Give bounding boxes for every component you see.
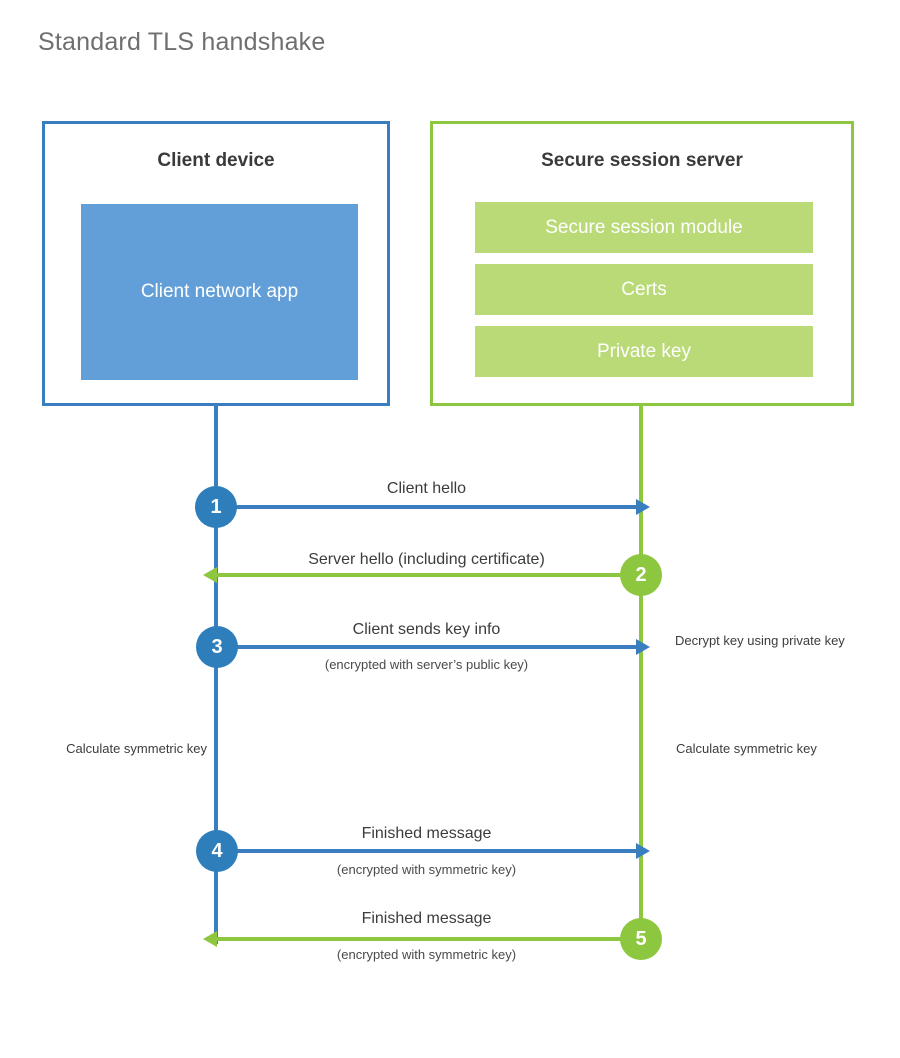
arrow-label-step-3: Client sends key info xyxy=(352,621,501,638)
arrowhead-left-icon xyxy=(203,567,217,583)
page-title: Standard TLS handshake xyxy=(38,28,326,56)
server-component-certs: Certs xyxy=(475,264,813,315)
step-circle-1: 1 xyxy=(195,486,237,528)
arrow-label-step-1: Client hello xyxy=(386,480,467,497)
arrowhead-right-icon xyxy=(636,499,650,515)
arrow-step-3 xyxy=(216,639,650,655)
secure-session-server-title: Secure session server xyxy=(541,150,743,171)
note-decrypt-key: Decrypt key using private key xyxy=(675,633,845,648)
arrow-sublabel-step-4: (encrypted with symmetric key) xyxy=(336,862,517,877)
arrowhead-left-icon xyxy=(203,931,217,947)
arrowhead-right-icon xyxy=(636,639,650,655)
arrow-label-step-5: Finished message xyxy=(361,910,492,927)
client-device-title: Client device xyxy=(157,150,275,171)
arrow-sublabel-step-5: (encrypted with symmetric key) xyxy=(336,947,517,962)
arrow-step-5 xyxy=(203,931,637,947)
note-client-calculate-symmetric-key: Calculate symmetric key xyxy=(66,741,207,756)
arrow-sublabel-step-3: (encrypted with server’s public key) xyxy=(324,657,529,672)
server-lifeline xyxy=(639,404,643,941)
client-network-app-block: Client network app xyxy=(81,204,358,380)
step-circle-5: 5 xyxy=(620,918,662,960)
arrow-label-step-2: Server hello (including certificate) xyxy=(308,551,545,568)
secure-session-server-box: Secure session server Secure session mod… xyxy=(430,121,854,406)
step-circle-3: 3 xyxy=(196,626,238,668)
step-circle-2: 2 xyxy=(620,554,662,596)
server-component-private-key: Private key xyxy=(475,326,813,377)
step-circle-4: 4 xyxy=(196,830,238,872)
client-lifeline xyxy=(214,404,218,944)
note-server-calculate-symmetric-key: Calculate symmetric key xyxy=(676,741,817,756)
arrow-step-1 xyxy=(216,499,650,515)
arrow-step-2 xyxy=(203,567,637,583)
arrow-label-step-4: Finished message xyxy=(361,825,492,842)
client-device-box: Client device Client network app xyxy=(42,121,390,406)
arrowhead-right-icon xyxy=(636,843,650,859)
arrow-step-4 xyxy=(216,843,650,859)
server-component-secure-session-module: Secure session module xyxy=(475,202,813,253)
